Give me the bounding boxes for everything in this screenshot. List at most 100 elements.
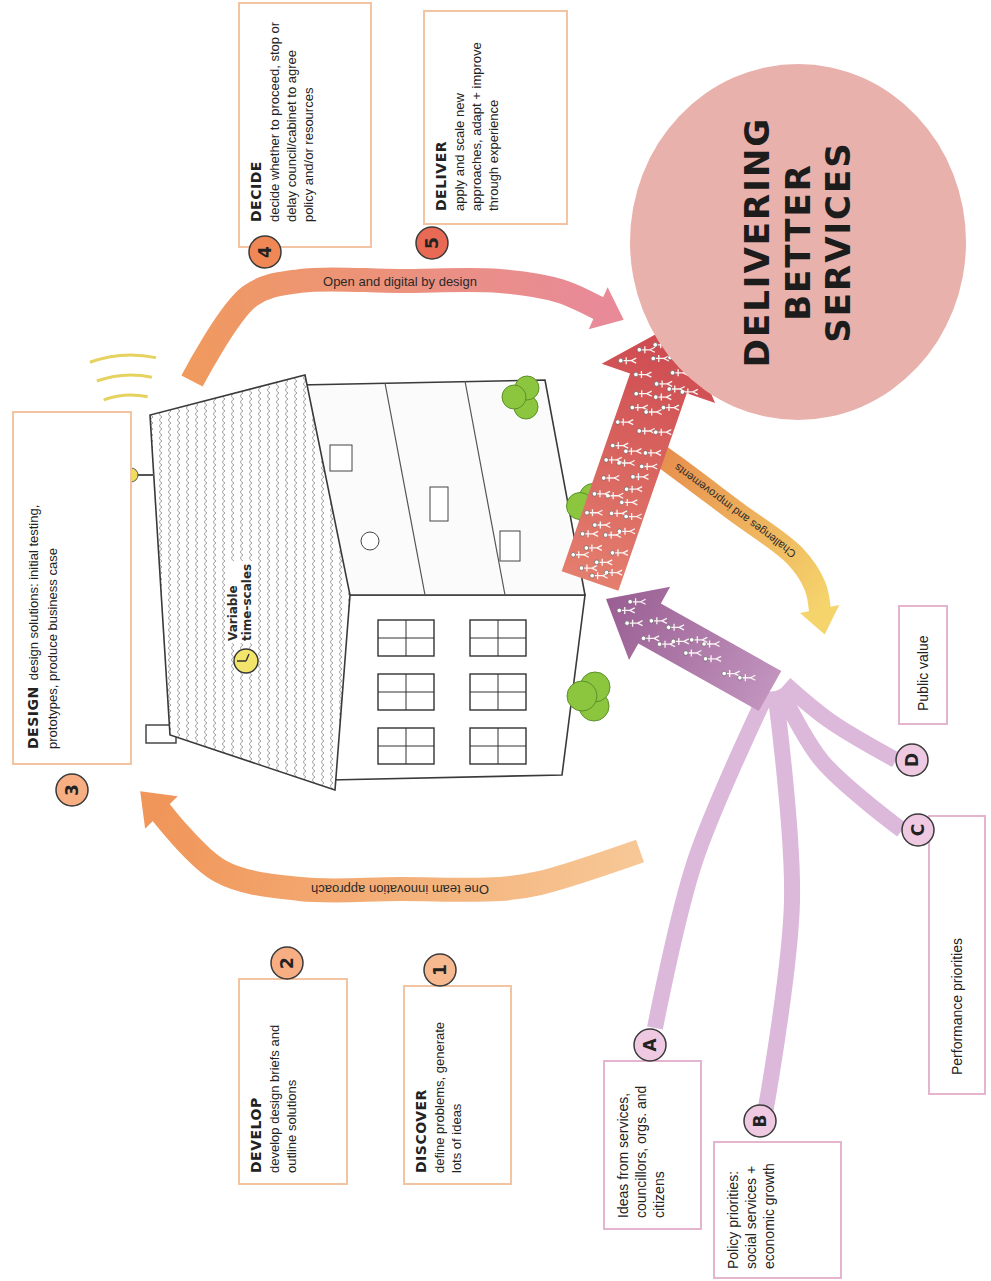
arc-label: Open and digital by design (323, 274, 477, 289)
process-arc-head (589, 287, 624, 329)
goal-text: DELIVERING BETTER SERVICES (737, 92, 859, 392)
callout-number: 3 (64, 784, 81, 796)
window (378, 620, 434, 656)
window-bar (378, 728, 434, 764)
person-figure (637, 427, 655, 434)
input-box: Ideas from services, councillors, orgs. … (603, 1060, 702, 1230)
input-ribbon (785, 684, 896, 760)
small-window (430, 487, 448, 521)
input-box: Public value (898, 605, 948, 725)
person-figure (722, 670, 740, 677)
person-figure (654, 380, 672, 387)
person-figure (594, 559, 612, 566)
person-figure (628, 598, 646, 605)
feedback-arrow (640, 441, 820, 611)
step-number: 2 (270, 946, 304, 980)
step-heading: DECIDE (248, 14, 264, 222)
step-number: 3 (55, 773, 89, 807)
person-figure (634, 390, 652, 397)
window (378, 728, 434, 764)
callout-number: B (752, 1115, 769, 1128)
person-figure (617, 607, 635, 614)
clock-hands (237, 654, 249, 661)
signal-wave (104, 395, 148, 400)
input-ribbon (765, 691, 792, 1113)
callout-number: D (904, 753, 921, 767)
input-text: Policy priorities: social services + eco… (724, 1151, 779, 1269)
floor-line (385, 381, 505, 595)
person-figure (634, 371, 652, 378)
person-figure (631, 473, 649, 480)
person-figure (604, 569, 622, 576)
tree (502, 385, 526, 409)
person-figure (571, 551, 589, 558)
step-box: DEVELOPdevelop design briefs and outline… (238, 978, 348, 1185)
person-figure (657, 641, 675, 648)
window-bar (378, 620, 434, 656)
person-figure (617, 459, 635, 466)
window-bar (378, 674, 434, 710)
person-figure (584, 544, 602, 551)
person-figure (618, 357, 636, 364)
process-arc (192, 279, 600, 381)
person-figure (651, 355, 669, 362)
input-arrow (606, 587, 781, 711)
person-figure (643, 449, 661, 456)
person-figure (680, 388, 698, 395)
clock (234, 649, 258, 673)
person-figure (637, 346, 655, 353)
step-box: DELIVERapply and scale new approaches, a… (423, 10, 568, 225)
input-letter: A (633, 1028, 667, 1062)
callout-number: C (910, 824, 927, 836)
window (470, 674, 526, 710)
number-circle-outline (249, 236, 281, 268)
input-box: Performance priorities (928, 815, 986, 1095)
window-bar (470, 674, 526, 710)
antenna-mast (137, 474, 154, 476)
step-number: 5 (415, 226, 449, 260)
step-number: 1 (423, 953, 457, 987)
person-figure (653, 429, 671, 436)
window-bar (470, 620, 526, 656)
window (470, 728, 526, 764)
step-text: apply and scale new approaches, adapt + … (452, 22, 503, 211)
number-circle-outline (424, 954, 456, 986)
round-window (361, 532, 379, 550)
person-figure (580, 530, 598, 537)
step-box: DECIDEdecide whether to proceed, stop or… (238, 2, 372, 248)
person-figure (603, 532, 621, 539)
number-circle-outline (896, 744, 928, 776)
house-roof (150, 375, 350, 790)
input-letter: C (901, 813, 935, 847)
input-ribbon (655, 691, 768, 1028)
person-figure (641, 635, 659, 642)
callout-number: 1 (432, 964, 449, 976)
tree (567, 681, 597, 711)
arc-label: One team innovation approach (311, 882, 489, 897)
input-text: Public value (914, 615, 932, 711)
person-figure (624, 513, 642, 520)
step-text: develop design briefs and outline soluti… (267, 1000, 301, 1173)
person-figure (624, 448, 642, 455)
signal-wave (90, 355, 156, 362)
person-figure (619, 499, 637, 506)
callout-number: A (642, 1038, 659, 1051)
person-figure (590, 572, 608, 579)
number-circle-outline (416, 227, 448, 259)
person-figure (585, 509, 603, 516)
person-figure (579, 565, 597, 572)
window-bar (470, 728, 526, 764)
person-figure (671, 638, 689, 645)
person-figure (601, 474, 619, 481)
person-figure (703, 655, 721, 662)
person-figure (604, 456, 622, 463)
small-window (330, 445, 352, 471)
number-circle-outline (744, 1105, 776, 1137)
person-figure (649, 617, 667, 624)
number-circle-outline (271, 947, 303, 979)
input-box: Policy priorities: social services + eco… (713, 1141, 842, 1279)
input-text: Ideas from services, councillors, orgs. … (614, 1072, 669, 1218)
input-letter: D (895, 743, 929, 777)
house-wall (330, 595, 585, 780)
step-box: DESIGNdesign solutions: initial testing,… (12, 411, 132, 765)
